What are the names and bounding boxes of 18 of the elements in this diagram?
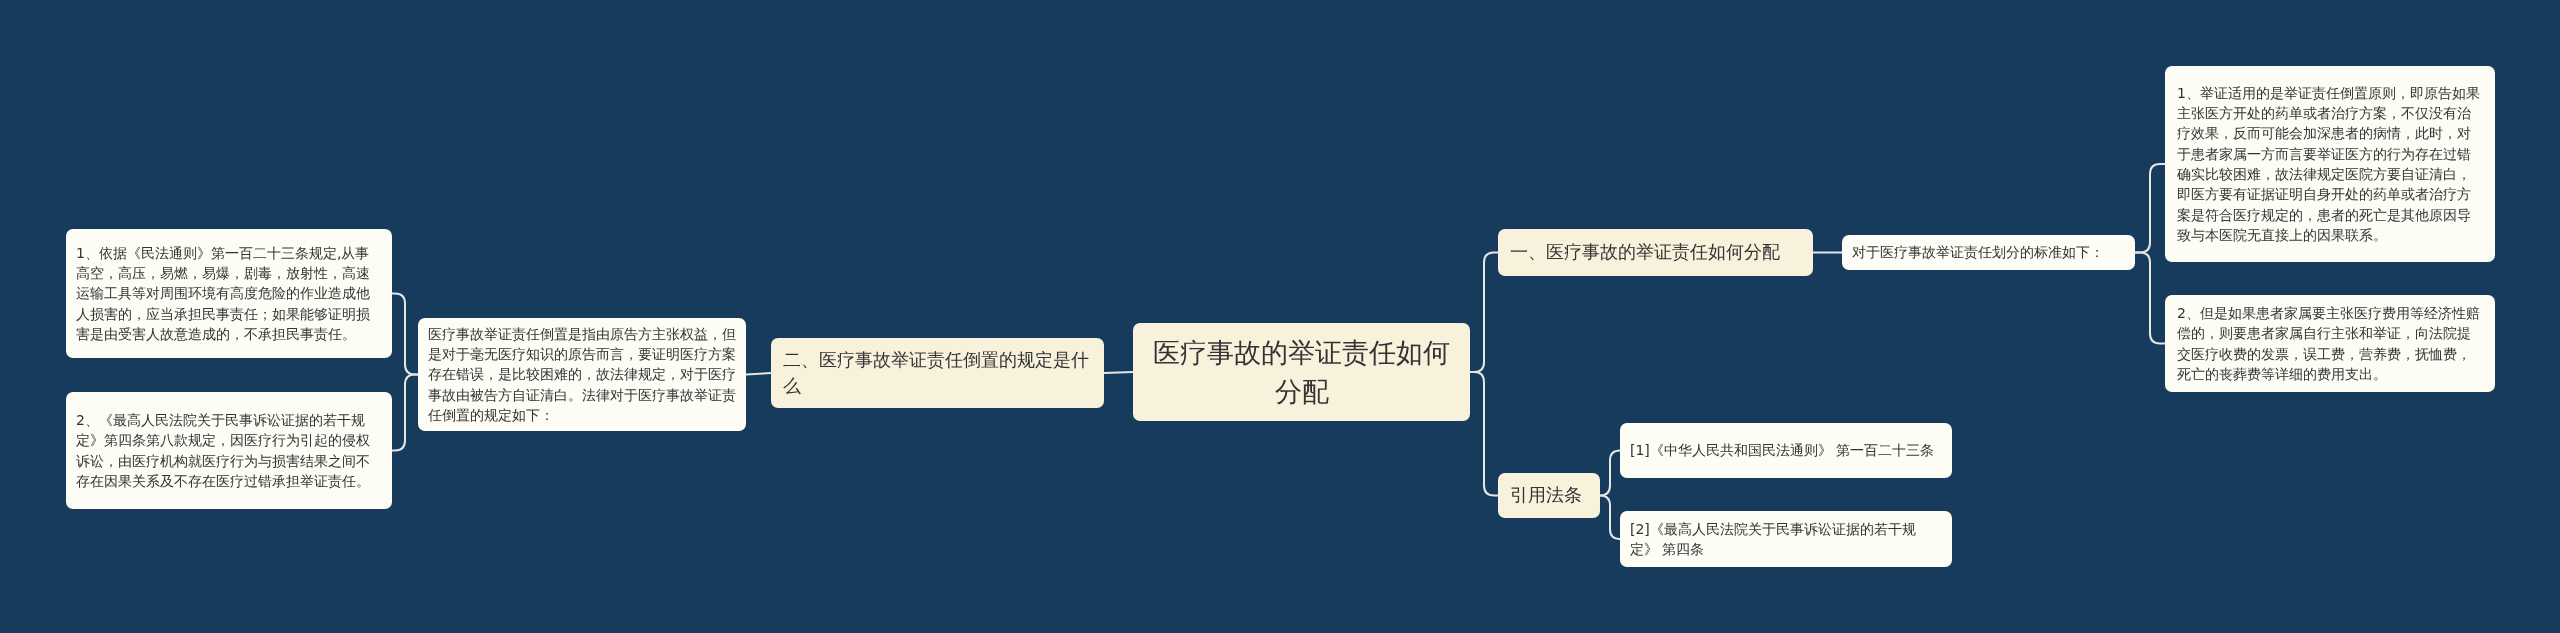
topic-box: 一、医疗事故的举证责任如何分配	[1498, 229, 1813, 276]
text-box: 1、举证适用的是举证责任倒置原则，即原告如果主张医方开处的药单或者治疗方案，不仅没有治疗效果，反而可能会加深患者的病情，此时，对于患者家属一方而言要举证医方的行为存在过错确实比较困难，故法律规定医院方要自证清白，即医方要有证据证明自身开处的药单或者治疗方案是符合医疗规定的，患者的死亡是其他原因导致与本医院无直接上的因果联系。	[2165, 66, 2495, 262]
text-box: 2、《最高人民法院关于民事诉讼证据的若干规定》第四条第八款规定，因医疗行为引起的侵权诉讼，由医疗机构就医疗行为与损害结果之间不存在因果关系及不存在医疗过错承担举证责任。	[66, 392, 392, 509]
text-box: 2、但是如果患者家属要主张医疗费用等经济性赔偿的，则要患者家属自行主张和举证，向法院提交医疗收费的发票，误工费，营养费，抚恤费，死亡的丧葬费等详细的费用支出。	[2165, 295, 2495, 392]
connector-line	[1812, 251, 1843, 254]
connector-line	[1599, 494, 1621, 540]
text-box: 1、依据《民法通则》第一百二十三条规定,从事高空，高压，易燃，易爆，剧毒，放射性，高速运输工具等对周围环境有高度危险的作业造成他人损害的，应当承担民事责任；如果能够证明损害是由受害人故意造成的，不承担民事责任。	[66, 229, 392, 358]
connector-line	[1599, 449, 1621, 497]
text-box: 医疗事故举证责任倒置是指由原告方主张权益，但是对于毫无医疗知识的原告而言，要证明医疗方案存在错误，是比较困难的，故法律规定，对于医疗事故由被告方自证清白。法律对于医疗事故举证责任倒置的规定如下：	[418, 318, 746, 431]
text-box: [1]《中华人民共和国民法通则》 第一百二十三条	[1620, 423, 1952, 478]
connector-line	[391, 373, 419, 452]
text-box: 对于医疗事故举证责任划分的标准如下：	[1842, 235, 2135, 270]
topic-box: 引用法条	[1498, 473, 1600, 518]
root-topic-box: 医疗事故的举证责任如何分配	[1133, 323, 1470, 421]
connector-line	[1103, 371, 1134, 374]
topic-box: 二、医疗事故举证责任倒置的规定是什么	[771, 338, 1104, 408]
connector-line	[745, 372, 772, 376]
text-box: [2]《最高人民法院关于民事诉讼证据的若干规定》 第四条	[1620, 511, 1952, 567]
